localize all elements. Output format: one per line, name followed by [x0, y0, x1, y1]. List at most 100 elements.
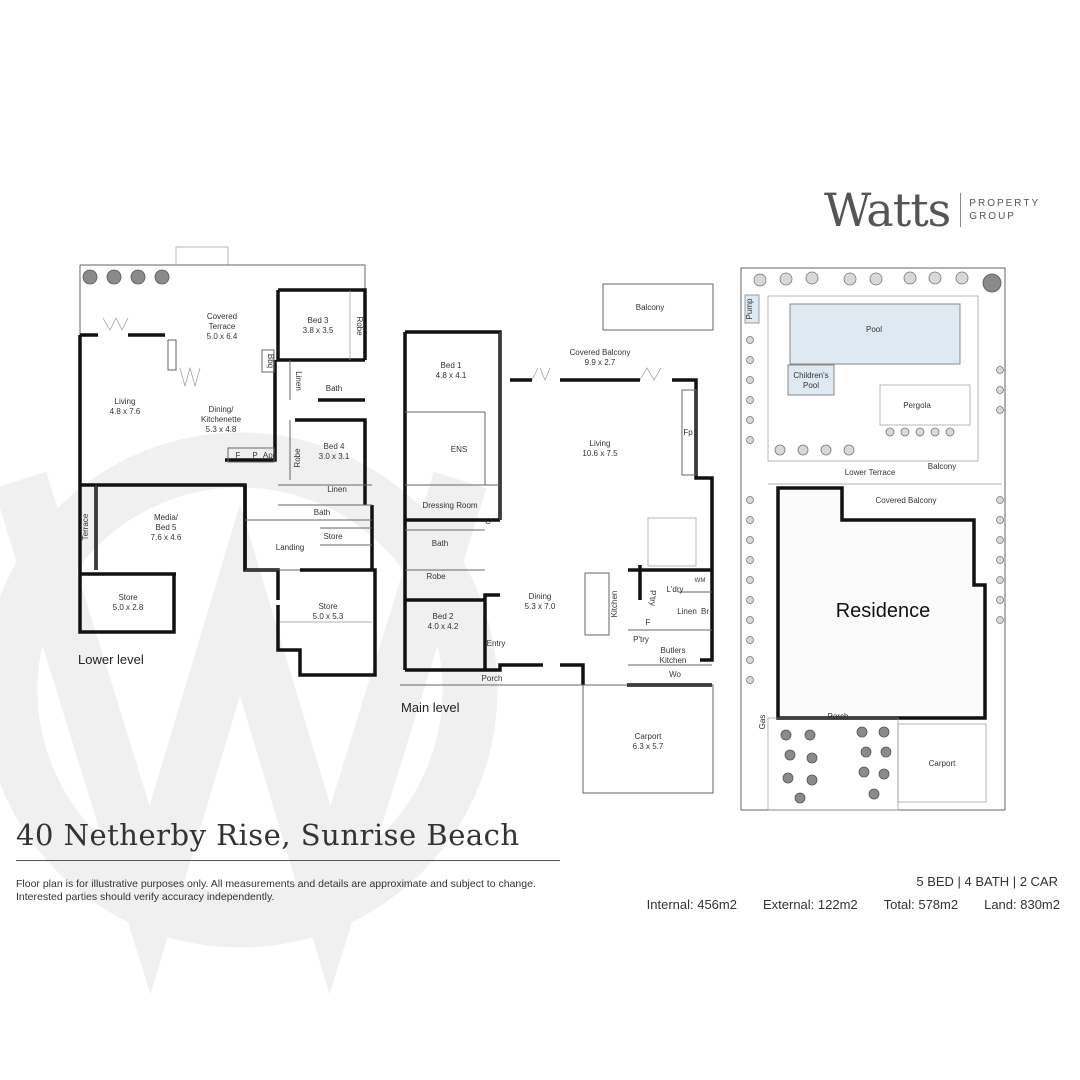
- label-terrace: Terrace: [81, 513, 90, 540]
- label-store-c-1: Store: [318, 602, 338, 611]
- label-carport-main-2: 6.3 x 5.7: [633, 742, 664, 751]
- disclaimer-line2: Interested parties should verify accurac…: [16, 891, 275, 903]
- title-rule: [16, 860, 560, 861]
- label-bath-a: Bath: [326, 384, 342, 393]
- brand-logo: Watts PROPERTY GROUP: [824, 183, 1040, 237]
- label-entry: Entry: [487, 639, 506, 648]
- area-land: Land: 830m2: [984, 897, 1060, 912]
- label-bed1-1: Bed 1: [441, 361, 462, 370]
- property-title: 40 Netherby Rise, Sunrise Beach: [16, 818, 520, 852]
- label-living-main-2: 10.6 x 7.5: [582, 449, 618, 458]
- brand-subtitle: PROPERTY GROUP: [969, 197, 1040, 223]
- label-bed4-1: Bed 4: [324, 442, 345, 451]
- label-bed2-2: 4.0 x 4.2: [428, 622, 459, 631]
- lower-garden-shrubs: [82, 269, 170, 285]
- label-living-lower-2: 4.8 x 7.6: [110, 407, 141, 416]
- lower-level-plan: [78, 246, 377, 677]
- label-covered-balcony-1: Covered Balcony: [570, 348, 631, 357]
- label-media-2: Bed 5: [156, 523, 177, 532]
- label-bath-b: Bath: [314, 508, 330, 517]
- label-residence: Residence: [836, 600, 931, 622]
- label-br: Br: [701, 607, 709, 616]
- label-bed3-2: 3.8 x 3.5: [303, 326, 334, 335]
- label-dining-1: Dining: [529, 592, 552, 601]
- label-ens: ENS: [451, 445, 467, 454]
- label-dressing-room: Dressing Room: [422, 501, 477, 510]
- label-store-b-1: Store: [118, 593, 138, 602]
- area-total: Total: 578m2: [883, 897, 959, 912]
- label-kitchen: Kitchen: [610, 591, 619, 618]
- label-bbq: Bbq: [266, 354, 275, 368]
- label-media-1: Media/: [154, 513, 179, 522]
- label-childrens-pool-1: Children's: [793, 371, 828, 380]
- label-p-lower: P: [252, 451, 257, 460]
- brand-divider: [960, 193, 962, 227]
- label-gas: Gas: [758, 715, 767, 730]
- label-porch-main: Porch: [482, 674, 503, 683]
- label-balcony-main: Balcony: [636, 303, 664, 312]
- label-c: C: [485, 517, 491, 526]
- lower-level-labels: Covered Terrace 5.0 x 6.4 Bed 3 3.8 x 3.…: [81, 312, 364, 621]
- label-bed2-1: Bed 2: [433, 612, 454, 621]
- label-robe-a: Robe: [355, 316, 364, 336]
- label-covered-terrace-3: 5.0 x 6.4: [207, 332, 238, 341]
- lower-level-label: Lower level: [78, 652, 144, 667]
- brand-sub-line1: PROPERTY: [969, 198, 1041, 209]
- label-f-lower: F: [236, 451, 241, 460]
- label-store-b-2: 5.0 x 2.8: [113, 603, 144, 612]
- label-bath-main: Bath: [432, 539, 448, 548]
- label-wm: WM: [695, 578, 706, 584]
- label-app: App: [263, 451, 278, 460]
- label-store-a: Store: [323, 532, 343, 541]
- label-dining-2: 5.3 x 7.0: [525, 602, 556, 611]
- label-dining-kitchenette-3: 5.3 x 4.8: [206, 425, 237, 434]
- main-level-label: Main level: [401, 700, 460, 715]
- label-pantry-a: P'try: [648, 590, 657, 606]
- label-landing: Landing: [276, 543, 304, 552]
- label-carport-main-1: Carport: [635, 732, 662, 741]
- label-covered-terrace-1: Covered: [207, 312, 237, 321]
- label-butlers-1: Butlers: [661, 646, 686, 655]
- label-site-balcony: Balcony: [928, 462, 956, 471]
- site-hedge: [746, 271, 1004, 804]
- label-ldry: L'dry: [666, 585, 683, 594]
- label-site-porch: Porch: [828, 712, 849, 721]
- label-linen-b: Linen: [327, 485, 347, 494]
- label-pantry-b: P'try: [633, 635, 649, 644]
- label-dining-kitchenette-2: Kitchenette: [201, 415, 242, 424]
- disclaimer: Floor plan is for illustrative purposes …: [16, 878, 616, 904]
- main-level-labels: Balcony Covered Balcony 9.9 x 2.7 Bed 1 …: [422, 303, 709, 751]
- label-robe-b: Robe: [293, 448, 302, 468]
- label-linen-a: Linen: [294, 371, 303, 391]
- label-covered-terrace-2: Terrace: [209, 322, 236, 331]
- label-bed1-2: 4.8 x 4.1: [436, 371, 467, 380]
- label-store-c-2: 5.0 x 5.3: [313, 612, 344, 621]
- label-robe-main: Robe: [426, 572, 446, 581]
- area-internal: Internal: 456m2: [646, 897, 737, 912]
- site-labels: Pump Pool Children's Pool Pergola Lower …: [745, 298, 956, 768]
- area-external: External: 122m2: [762, 897, 858, 912]
- main-level-plan: [400, 283, 714, 794]
- label-living-main-1: Living: [590, 439, 611, 448]
- label-dining-kitchenette-1: Dining/: [209, 405, 235, 414]
- label-fp: Fp: [683, 428, 693, 437]
- label-site-carport: Carport: [929, 759, 956, 768]
- label-lower-terrace: Lower Terrace: [845, 468, 896, 477]
- label-butlers-2: Kitchen: [660, 656, 687, 665]
- label-living-lower-1: Living: [115, 397, 136, 406]
- label-pergola: Pergola: [903, 401, 931, 410]
- label-bed4-2: 3.0 x 3.1: [319, 452, 350, 461]
- site-plan: [740, 267, 1006, 811]
- label-childrens-pool-2: Pool: [803, 381, 819, 390]
- brand-sub-line2: GROUP: [969, 211, 1016, 222]
- label-pool: Pool: [866, 325, 882, 334]
- label-wo: Wo: [669, 670, 681, 679]
- brand-name: Watts: [824, 183, 951, 237]
- label-bed3-1: Bed 3: [308, 316, 329, 325]
- label-f-main: F: [646, 618, 651, 627]
- label-site-covered-balcony: Covered Balcony: [876, 496, 937, 505]
- bed-bath-car-summary: 5 BED | 4 BATH | 2 CAR: [916, 874, 1058, 889]
- label-pump: Pump: [745, 298, 754, 319]
- label-linen-main: Linen: [677, 607, 697, 616]
